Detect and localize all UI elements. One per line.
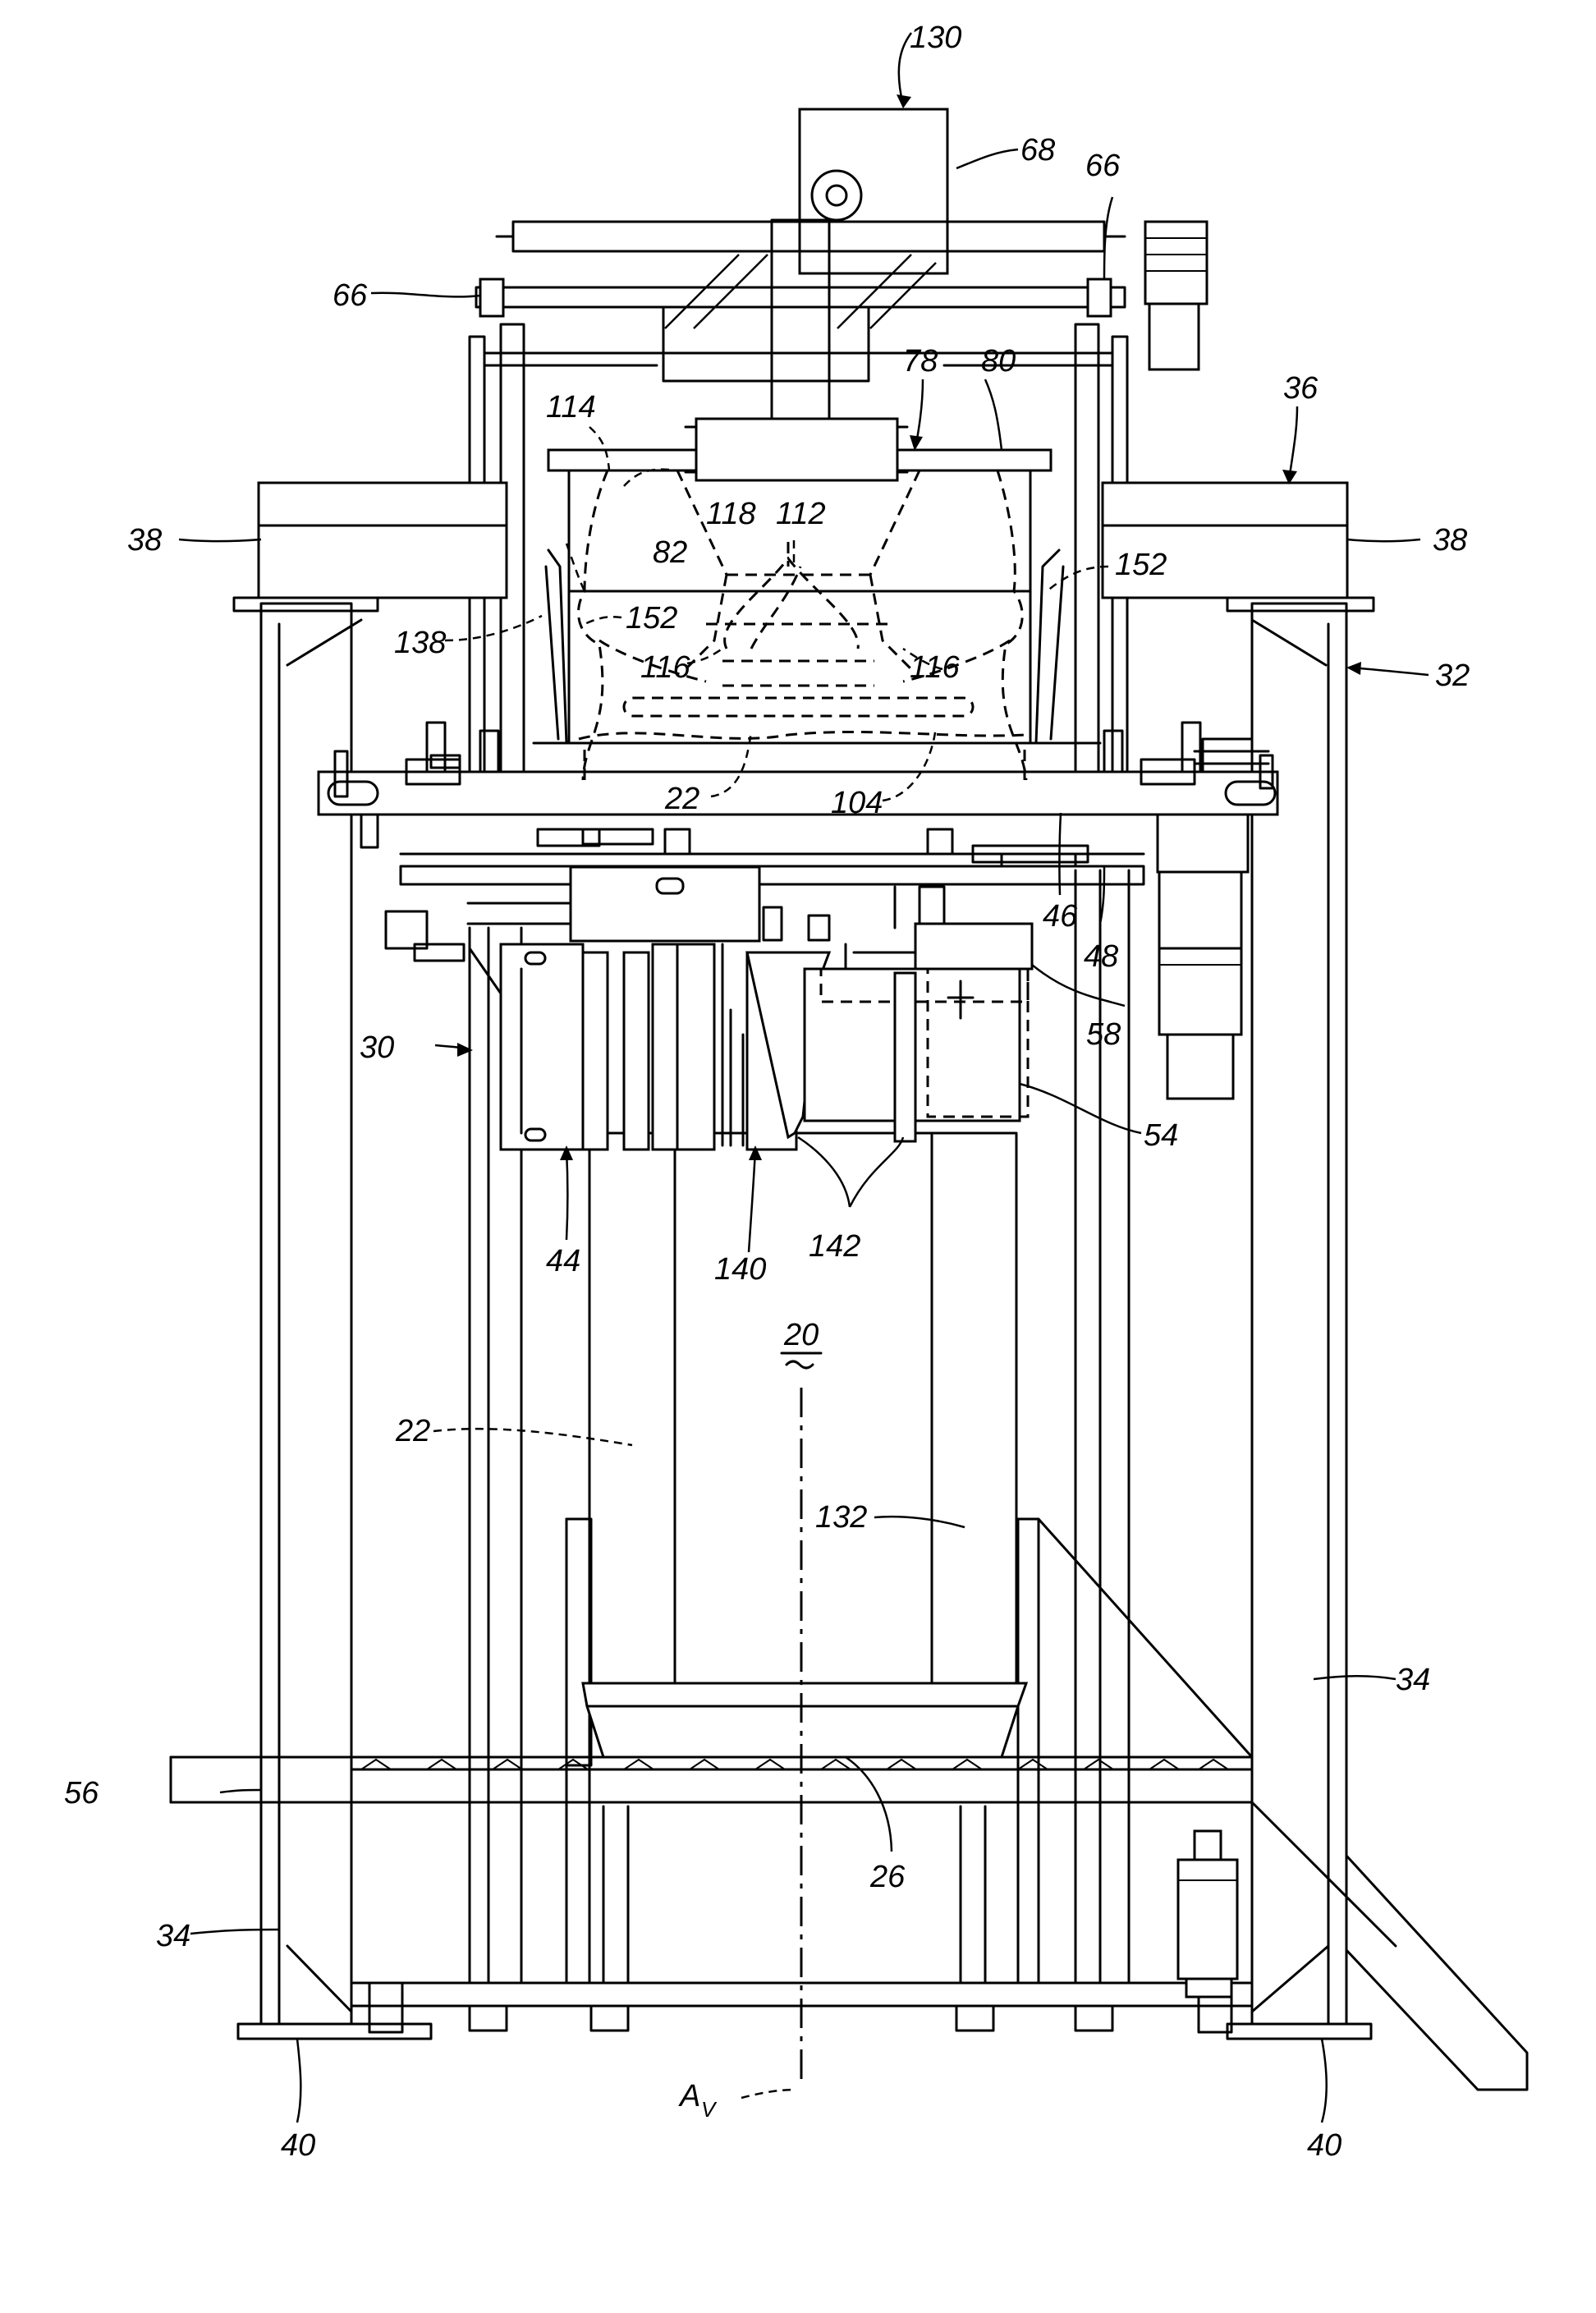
upper-post-right	[1075, 324, 1098, 784]
rail-48	[401, 866, 1144, 884]
spout-area	[386, 867, 1032, 1150]
ref-78: 78	[903, 344, 938, 379]
ref-112: 112	[776, 497, 826, 531]
ref-44: 44	[546, 1244, 580, 1278]
ref-58: 58	[1086, 1017, 1121, 1052]
cross-rail	[476, 287, 1125, 307]
ref-30: 30	[360, 1030, 394, 1065]
ref-54: 54	[1144, 1118, 1178, 1153]
right-column-34	[1252, 603, 1346, 2024]
bearing-66-right	[1088, 279, 1111, 316]
ref-118: 118	[706, 497, 756, 531]
bearing-66-left	[480, 279, 503, 316]
ref-66-right: 66	[1085, 149, 1121, 183]
ref-46: 46	[1043, 899, 1078, 934]
ref-26: 26	[869, 1860, 906, 1894]
ref-114: 114	[546, 390, 596, 425]
ref-66-left: 66	[332, 278, 368, 313]
ref-axis-A: A	[678, 2079, 700, 2113]
hoist-housing-68	[800, 109, 947, 273]
ref-80: 80	[981, 344, 1016, 379]
dosing-head	[534, 419, 1100, 780]
left-box-38	[259, 483, 507, 598]
inner-tube-104	[624, 698, 973, 716]
ref-104: 104	[831, 786, 883, 820]
ref-152-left: 152	[626, 601, 677, 636]
ref-152-right: 152	[1115, 548, 1167, 582]
bag-lower	[589, 1133, 1016, 1708]
discharge-chute	[1018, 1519, 1527, 2090]
ref-32: 32	[1435, 659, 1470, 693]
platform-46	[319, 772, 1277, 815]
squiggle-20	[787, 1361, 813, 1368]
ref-34-left: 34	[156, 1919, 190, 1953]
ref-axis-V: V	[701, 2097, 718, 2122]
right-drive-motor	[1159, 948, 1241, 1035]
device-44	[501, 944, 583, 1150]
ref-116-left: 116	[640, 650, 690, 685]
ref-22-upper: 22	[664, 782, 699, 816]
ref-36: 36	[1283, 371, 1319, 406]
tray-26	[583, 1683, 1026, 1757]
ref-56: 56	[64, 1776, 99, 1810]
ref-20: 20	[783, 1318, 819, 1352]
head-78	[696, 419, 897, 480]
ref-38-left: 38	[127, 523, 162, 558]
conveyor-56	[171, 1757, 1252, 1802]
bag-22-body	[566, 1133, 1026, 1765]
top-motor	[1145, 222, 1207, 304]
top-brace-frame	[663, 307, 869, 381]
ref-40-left: 40	[281, 2128, 315, 2163]
ref-38-right: 38	[1433, 523, 1467, 558]
ref-140: 140	[714, 1252, 766, 1287]
ref-138: 138	[394, 626, 446, 660]
ref-116-right: 116	[910, 650, 960, 685]
ref-40-right: 40	[1307, 2128, 1341, 2163]
box-58	[915, 924, 1032, 969]
lower-motor	[1178, 1860, 1237, 1979]
conveyor-end	[171, 1757, 261, 1802]
device-140	[653, 944, 677, 1150]
ref-22-lower: 22	[395, 1414, 430, 1448]
ref-130: 130	[910, 21, 961, 55]
ref-34-right: 34	[1396, 1663, 1430, 1697]
ref-142: 142	[809, 1229, 860, 1264]
ref-48: 48	[1084, 939, 1118, 974]
ref-132: 132	[815, 1500, 867, 1535]
ref-82: 82	[653, 535, 687, 570]
top-gearbox	[1149, 304, 1199, 369]
right-foot-40	[1227, 2024, 1371, 2039]
ref-68: 68	[1020, 133, 1055, 168]
left-column-34	[261, 603, 351, 2024]
right-drive-box	[1158, 815, 1248, 872]
